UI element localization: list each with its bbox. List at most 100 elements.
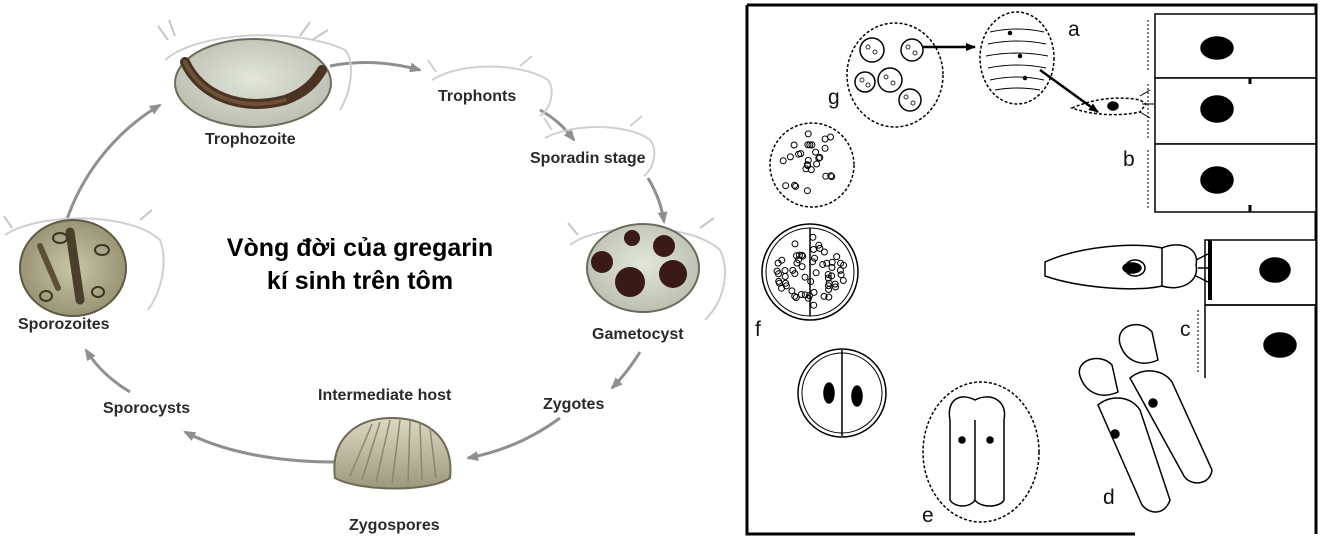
- cyst-dot: [801, 273, 809, 281]
- arrow-trophozoite-to-trophonts: [329, 61, 422, 73]
- letter-e: e: [922, 504, 934, 527]
- cyst-dot: [836, 266, 844, 274]
- sporadin-shrimp-icon: [543, 115, 656, 177]
- cyst-dot: [781, 267, 789, 274]
- cyst-dot: [782, 182, 790, 190]
- cyst-dot: [779, 157, 787, 165]
- cyst-dot: [798, 263, 806, 271]
- cyst-dot: [804, 156, 812, 164]
- stage-e-pair: [922, 381, 1040, 523]
- cyst-dot: [788, 287, 796, 295]
- cyst-dot: [819, 261, 827, 268]
- title-line-2: kí sinh trên tôm: [266, 267, 454, 295]
- cyst-dot: [791, 240, 799, 248]
- cyst-dot: [786, 153, 794, 161]
- cyst-dot: [809, 233, 817, 241]
- cyst-dot: [827, 172, 835, 180]
- cyst-dot: [793, 252, 800, 260]
- cyst-dot: [820, 292, 828, 300]
- arrow-sporozoites-to-trophozoite: [64, 103, 162, 223]
- cyst-dot: [791, 292, 799, 300]
- cyst-dot: [825, 282, 832, 290]
- life-cycle-panel: [3, 19, 726, 490]
- panel-frame: [745, 3, 1318, 536]
- cyst-dot: [828, 258, 836, 266]
- arrow-zygotes-to-zygospores: [466, 416, 561, 462]
- cyst-dot: [809, 258, 817, 266]
- cyst-dot: [810, 288, 818, 296]
- trophozoite-illustration: [157, 19, 352, 128]
- label-intermediate-host: Intermediate host: [318, 387, 452, 404]
- cyst-dot: [806, 141, 814, 149]
- cyst-dot: [778, 256, 786, 264]
- cyst-dot: [810, 301, 818, 309]
- trophonts-shrimp-icon: [427, 55, 553, 117]
- arrow-a-to-b: [1039, 68, 1099, 114]
- label-zygospores: Zygospores: [349, 517, 440, 534]
- cyst-dot: [812, 269, 820, 277]
- cyst-dot: [837, 271, 845, 279]
- cyst-dot: [803, 161, 811, 169]
- cyst-dot: [792, 294, 800, 301]
- cyst-dot: [825, 286, 833, 293]
- stage-g-cyst: [846, 22, 944, 128]
- cyst-dot: [815, 241, 823, 249]
- stage-zygote-cyst: [797, 348, 887, 438]
- cyst-dot: [775, 270, 782, 278]
- cyst-dot: [790, 141, 798, 149]
- arrow-gametocyst-to-zygotes: [610, 351, 642, 390]
- cyst-dot: [792, 182, 800, 190]
- letter-a: a: [1068, 18, 1080, 41]
- title-line-1: Vòng đời của gregarin: [226, 234, 494, 262]
- cyst-dot: [839, 277, 847, 284]
- cyst-dot: [802, 165, 810, 173]
- letter-b: b: [1123, 148, 1135, 171]
- cyst-dot: [821, 144, 829, 152]
- cyst-dot: [807, 166, 815, 174]
- cyst-dot: [828, 272, 836, 280]
- label-trophonts: Trophonts: [438, 88, 517, 105]
- cyst-dots-upper: [769, 122, 855, 208]
- letter-c: c: [1180, 318, 1191, 341]
- cyst-dot: [824, 271, 832, 278]
- cyst-dot: [837, 259, 845, 267]
- cyst-dot: [833, 253, 841, 261]
- letter-f: f: [755, 318, 761, 341]
- stage-b-trophozoite: [1069, 89, 1154, 119]
- label-sporadin-stage: Sporadin stage: [530, 150, 646, 167]
- cyst-dot: [775, 279, 783, 287]
- cyst-dot: [810, 246, 817, 253]
- stage-f-gametocyst: [761, 223, 859, 321]
- cyst-dot: [831, 280, 839, 288]
- cyst-dot: [816, 154, 824, 161]
- cyst-dot: [832, 283, 839, 291]
- cyst-dot: [804, 294, 812, 302]
- cyst-dot: [811, 254, 818, 262]
- stage-c-gregarine: [1044, 244, 1212, 290]
- cyst-dot: [808, 141, 816, 149]
- host-cells-lower: [1197, 239, 1317, 378]
- cyst-dot: [815, 154, 823, 162]
- cyst-dot: [804, 130, 812, 138]
- sporozoites-illustration: [3, 209, 165, 317]
- stage-a-sporocyst: [979, 11, 1055, 105]
- cyst-dot: [828, 264, 836, 271]
- letter-d: d: [1103, 486, 1115, 509]
- letter-g: g: [828, 86, 840, 109]
- cyst-dot: [822, 172, 830, 180]
- label-zygotes: Zygotes: [543, 396, 605, 413]
- cyst-dot: [795, 150, 803, 158]
- stage-d-gregarines: [1078, 323, 1213, 513]
- cyst-dot: [825, 293, 833, 301]
- cyst-dot: [807, 278, 815, 285]
- cyst-dot: [789, 266, 797, 274]
- arrow-sporadin-to-gametocyst: [646, 177, 668, 224]
- label-trophozoite: Trophozoite: [205, 131, 296, 148]
- shell-illustration: [333, 416, 452, 490]
- cyst-dot: [798, 251, 806, 259]
- cyst-dot: [803, 187, 811, 195]
- gametocyst-illustration: [567, 217, 726, 321]
- cyst-dot: [795, 256, 803, 264]
- label-gametocyst: Gametocyst: [592, 326, 684, 343]
